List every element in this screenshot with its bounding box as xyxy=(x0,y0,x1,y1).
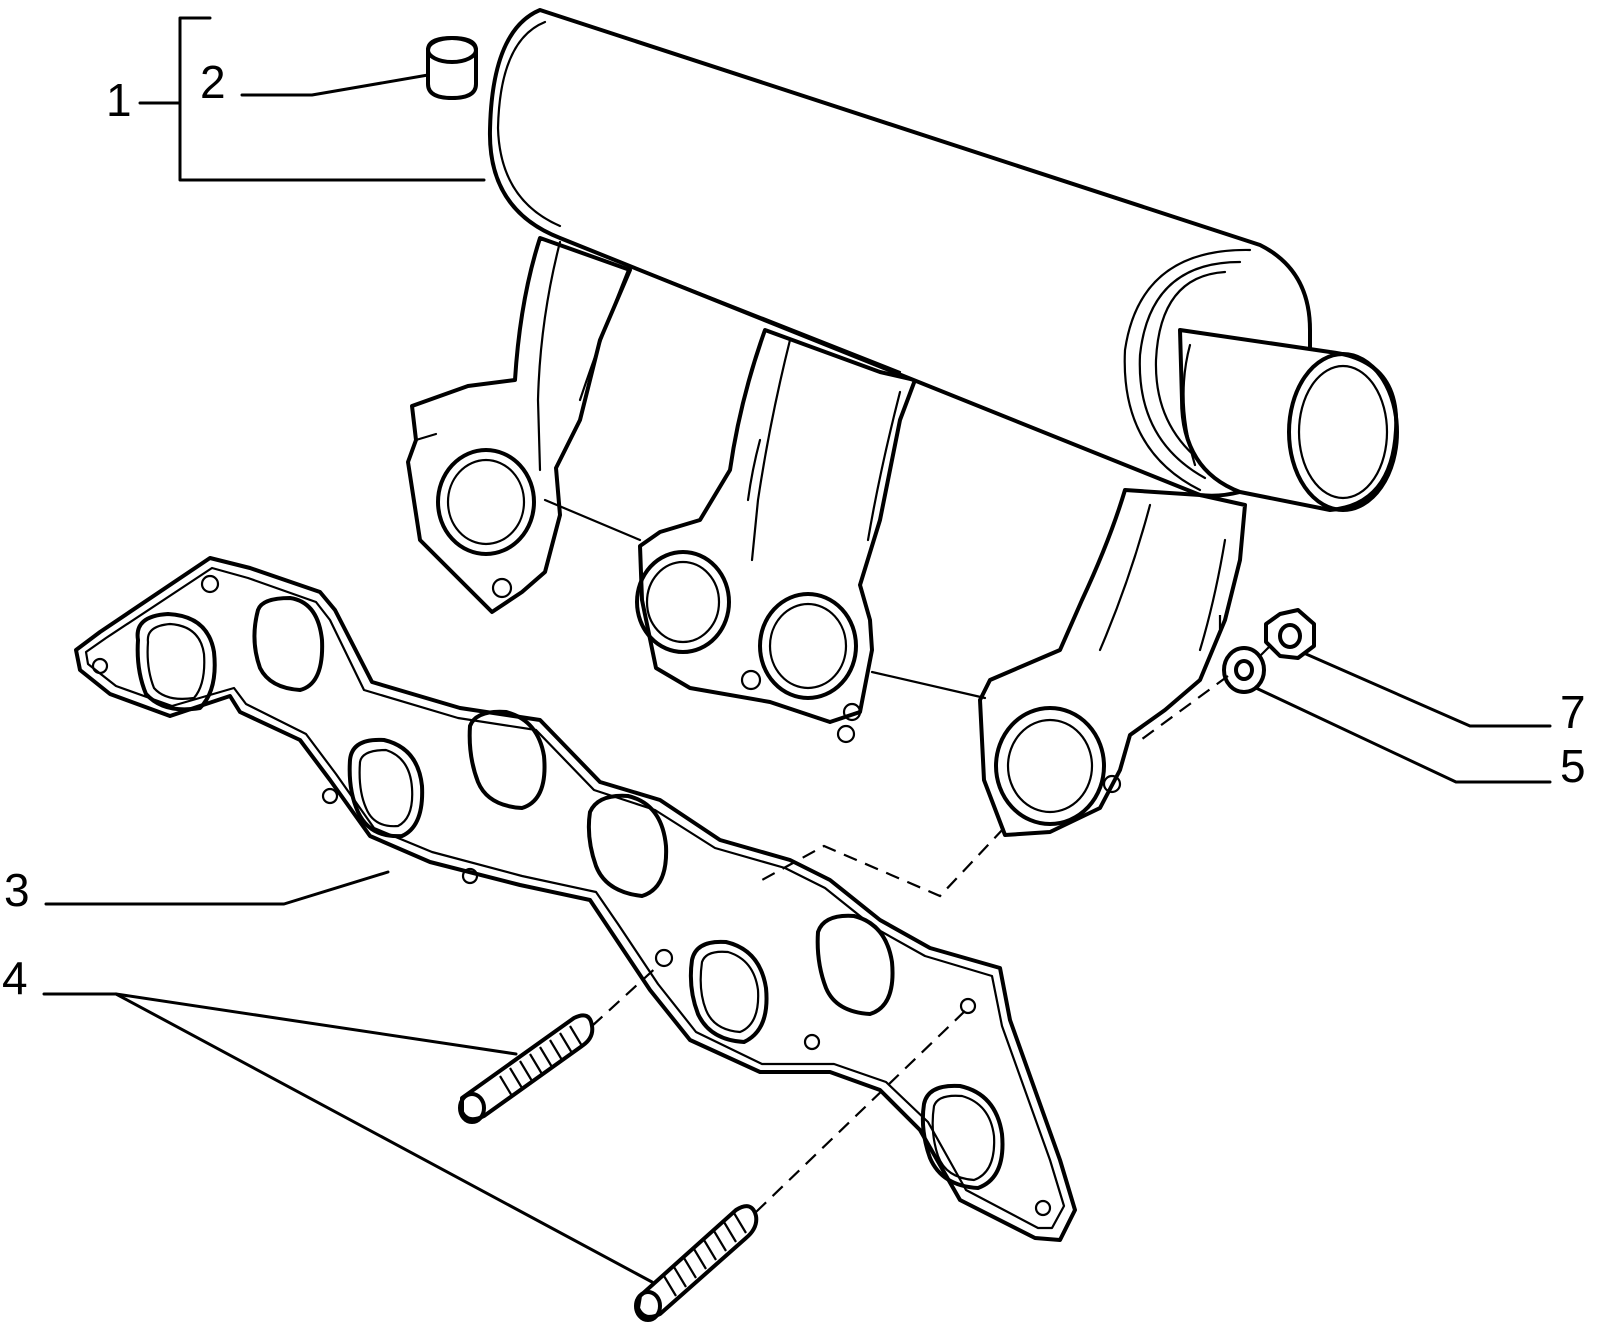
manifold-runner-middle xyxy=(635,328,917,744)
gasket-port-4 xyxy=(467,709,547,810)
callout-4: 4 xyxy=(2,952,28,1004)
callout-5-leader xyxy=(1254,686,1552,784)
plug-cap xyxy=(426,36,478,100)
washer xyxy=(1222,646,1266,694)
gasket-bolt-hole xyxy=(803,1033,821,1051)
callout-3-leader xyxy=(44,870,390,906)
gasket-bolt-hole xyxy=(91,657,109,675)
gasket-bolt-hole xyxy=(1034,1199,1052,1217)
callout-4-leader-lower xyxy=(114,992,654,1284)
manifold-runner-right xyxy=(978,488,1247,837)
assembly-guide-lines xyxy=(591,615,1271,1213)
intake-manifold xyxy=(406,8,1399,837)
callout-1: 1 xyxy=(106,74,132,126)
callout-2: 2 xyxy=(200,56,226,108)
callout-1-bracket xyxy=(178,16,486,182)
manifold-plenum xyxy=(487,8,1319,498)
gasket-port-1 xyxy=(135,612,217,712)
gasket-port-6 xyxy=(688,939,769,1044)
gasket-bolt-hole xyxy=(959,997,977,1015)
callout-4-leader xyxy=(42,992,518,1056)
callout-7-leader xyxy=(1304,652,1552,728)
leader-lines xyxy=(42,16,1552,1284)
flange-connector-line-2 xyxy=(870,670,987,700)
callout-2-leader xyxy=(240,73,430,97)
gasket-port-8 xyxy=(920,1083,1005,1190)
gasket-bolt-hole xyxy=(654,948,674,968)
stud-upper xyxy=(458,1013,595,1124)
gasket-port-5 xyxy=(586,793,669,898)
gasket-bolt-hole xyxy=(200,574,220,594)
gasket-port-3 xyxy=(347,737,425,839)
hex-nut xyxy=(1264,608,1316,660)
manifold-runner-left xyxy=(406,236,632,614)
callout-7: 7 xyxy=(1560,686,1586,738)
manifold-gasket xyxy=(74,556,1077,1242)
callout-3: 3 xyxy=(4,864,30,916)
stud-lower xyxy=(634,1204,759,1322)
gasket-bolt-hole xyxy=(321,787,339,805)
callout-5: 5 xyxy=(1560,740,1586,792)
manifold-outlet-pipe xyxy=(1178,328,1399,512)
gasket-bolt-hole xyxy=(461,867,479,885)
gasket-port-7 xyxy=(815,913,895,1016)
gasket-port-2 xyxy=(252,596,325,692)
flange-connector-line xyxy=(543,498,642,542)
